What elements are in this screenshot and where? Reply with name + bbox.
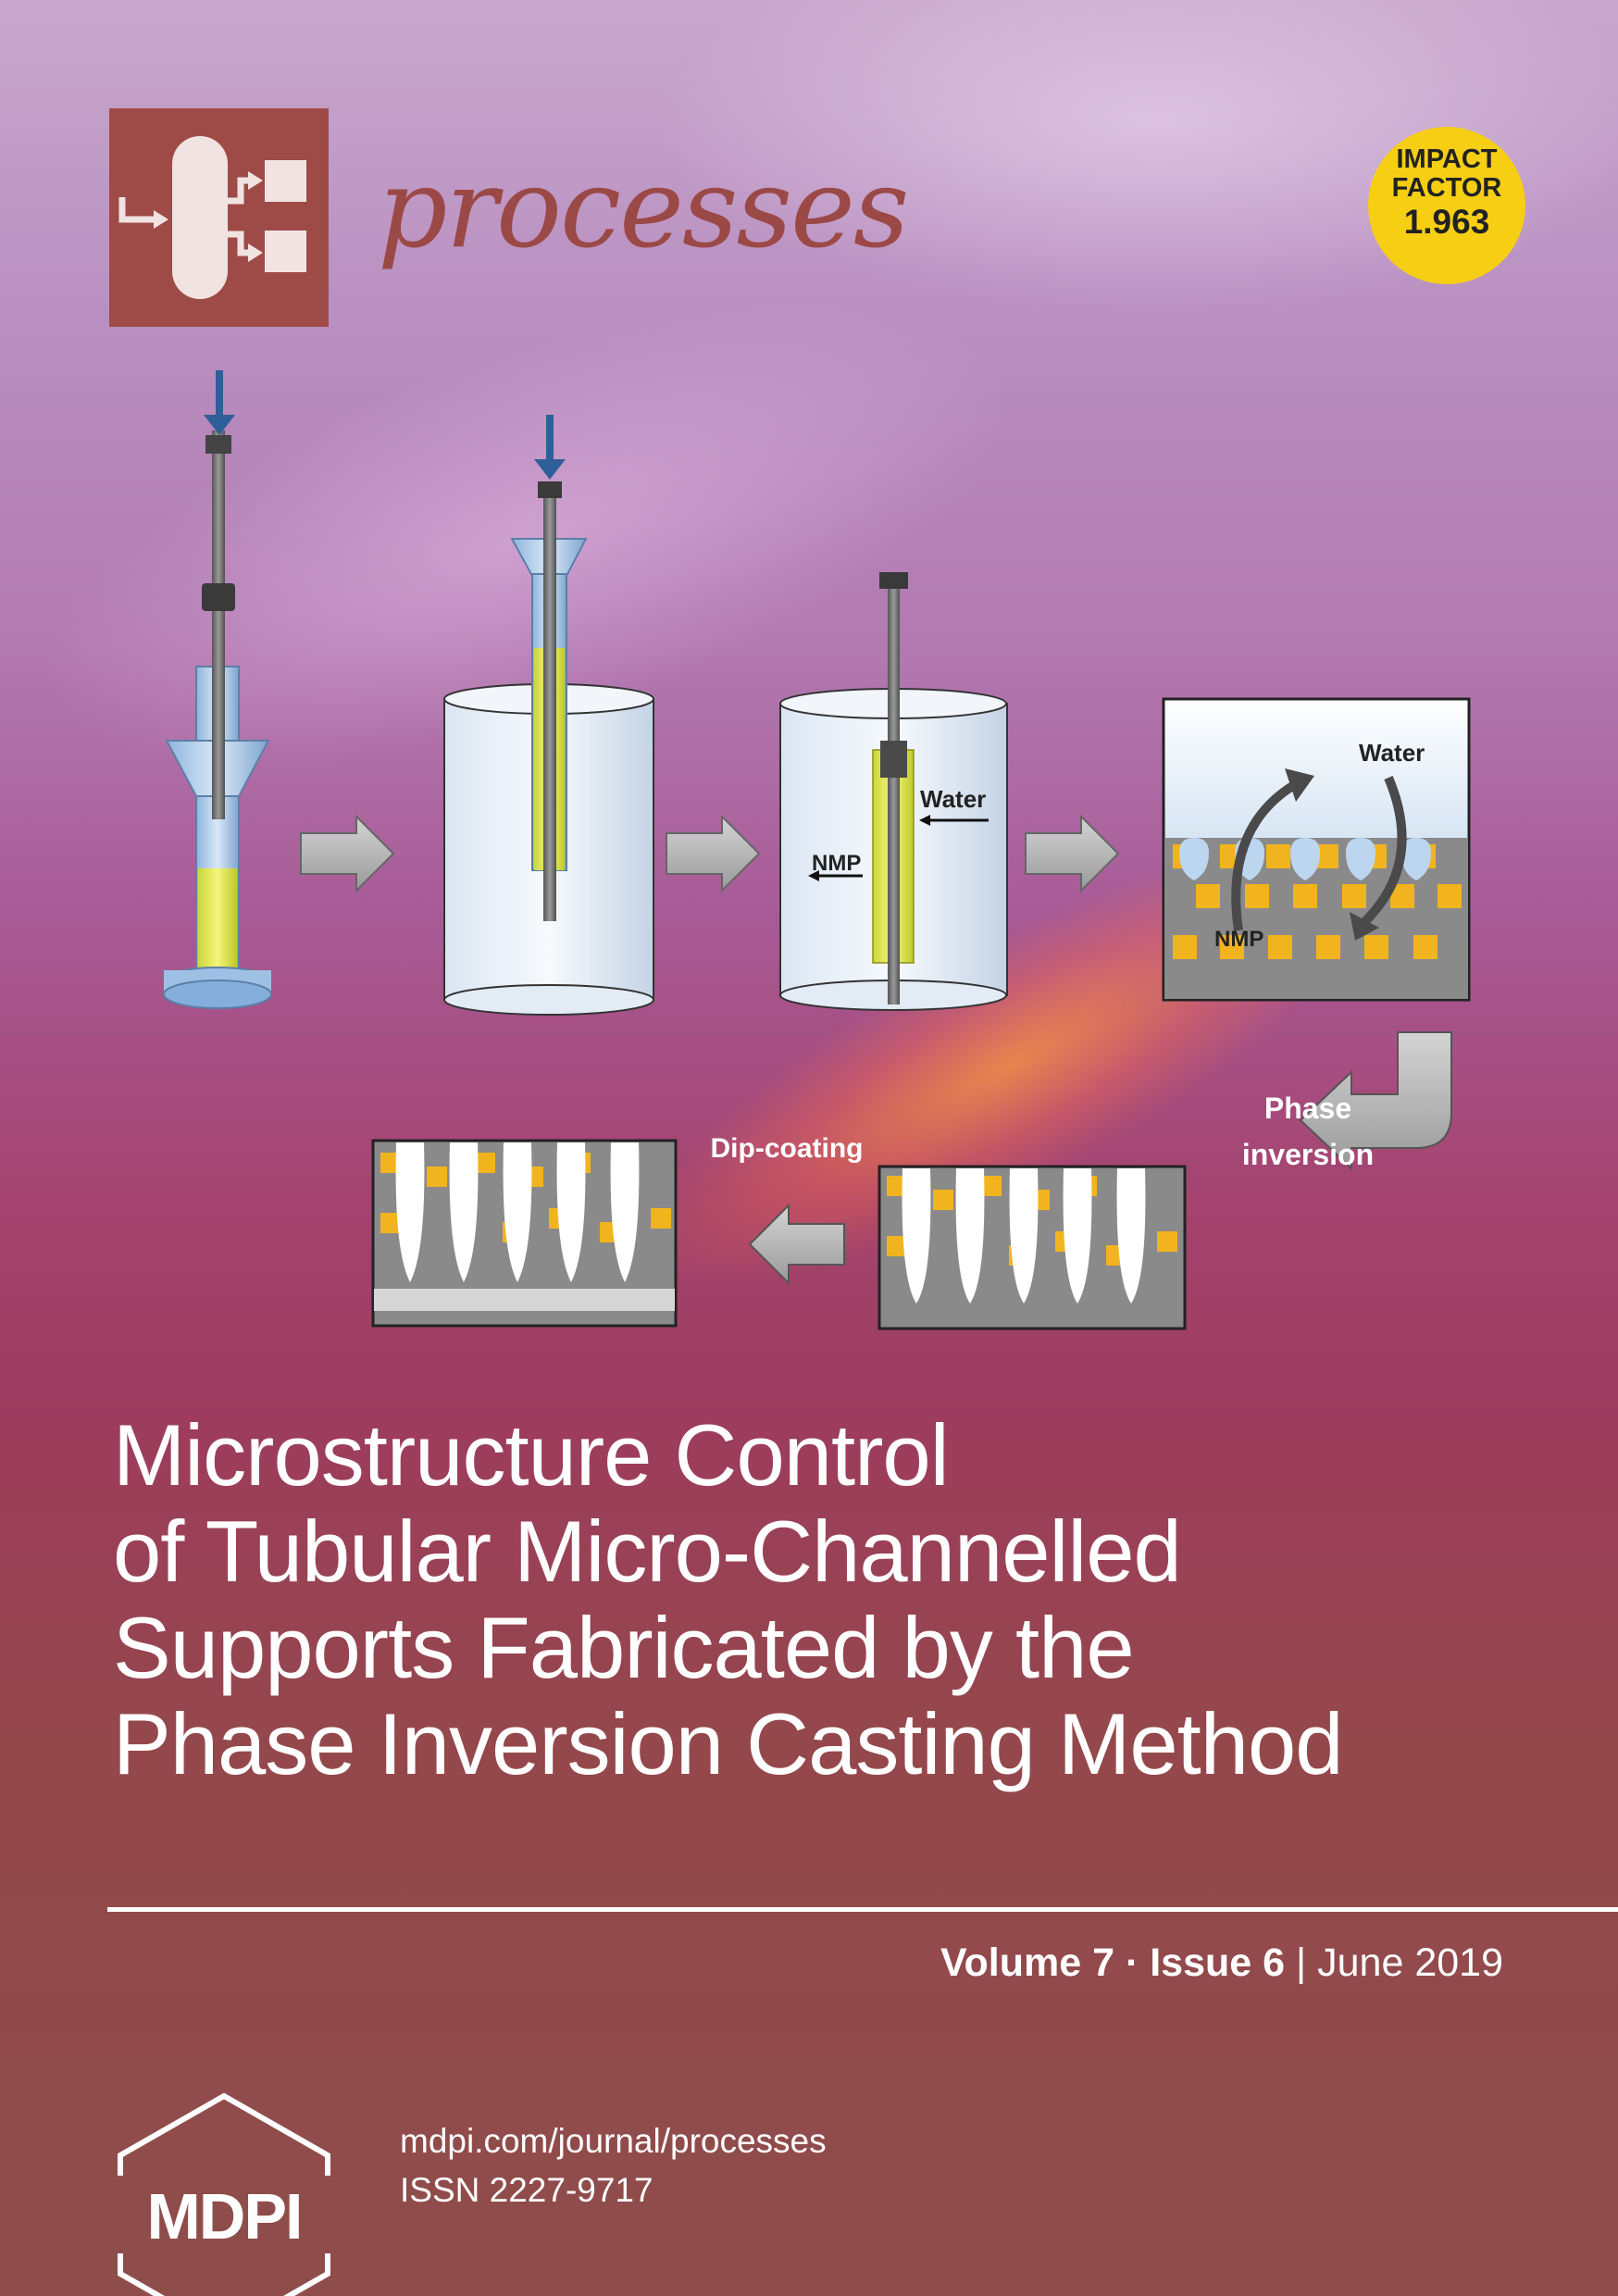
impact-factor-value: 1.963 (1403, 203, 1490, 241)
title-line-3: Supports Fabricated by the (113, 1599, 1135, 1696)
mdpi-logo: MDPI (109, 2092, 339, 2296)
title-line-1: Microstructure Control (113, 1406, 950, 1504)
process-diagram: Water NMP (163, 370, 1471, 1330)
stage6-coated-support (371, 1139, 678, 1328)
stage1-syringe (163, 370, 272, 1009)
issue-info: Volume 7 · Issue 6 | June 2019 (940, 1940, 1503, 1986)
article-title: Microstructure Control of Tubular Micro-… (113, 1407, 1594, 1792)
label-water-stage4: Water (1359, 739, 1425, 767)
divider-rule (107, 1907, 1618, 1912)
label-phase-line2: inversion (1242, 1138, 1374, 1171)
volume-label: Volume 7 (940, 1940, 1114, 1985)
impact-factor-badge: IMPACT FACTOR 1.963 (1368, 127, 1525, 284)
label-water-stage3: Water (920, 785, 986, 813)
stage5-channelled-support (877, 1165, 1187, 1330)
issue-separator: · (1125, 1940, 1139, 1985)
droplets (1179, 838, 1431, 880)
journal-logo (109, 108, 329, 327)
arrow-curved (1299, 1031, 1452, 1171)
label-dip-coating: Dip-coating (711, 1133, 864, 1164)
title-line-2: of Tubular Micro-Channelled (113, 1503, 1182, 1600)
stage3-cylinder: Water NMP (779, 572, 1008, 1011)
mdpi-logo-text: MDPI (147, 2180, 302, 2252)
stage4-detail-box: Water NMP (1162, 697, 1471, 1002)
stage2-cylinder (443, 415, 654, 1016)
impact-label-line1: IMPACT (1396, 144, 1498, 174)
journal-url[interactable]: mdpi.com/journal/processes (400, 2122, 827, 2160)
arrow-right-2 (666, 814, 761, 893)
arrow-right-1 (300, 814, 395, 893)
hexagon-icon (118, 2092, 330, 2296)
issue-date: June 2019 (1317, 1940, 1503, 1985)
label-nmp-stage4: NMP (1214, 927, 1263, 952)
arrow-right-3 (1025, 814, 1120, 893)
arrow-left (748, 1203, 845, 1286)
title-line-4: Phase Inversion Casting Method (113, 1695, 1344, 1792)
process-flow-icon (118, 136, 306, 299)
issue-bar: | (1296, 1940, 1307, 1985)
journal-name: processes (378, 144, 909, 272)
label-nmp-stage3: NMP (812, 851, 861, 876)
label-phase-line1: Phase (1264, 1092, 1351, 1125)
issn: ISSN 2227-9717 (400, 2171, 653, 2209)
impact-label-line2: FACTOR (1391, 173, 1502, 203)
issue-label: Issue 6 (1150, 1940, 1286, 1985)
